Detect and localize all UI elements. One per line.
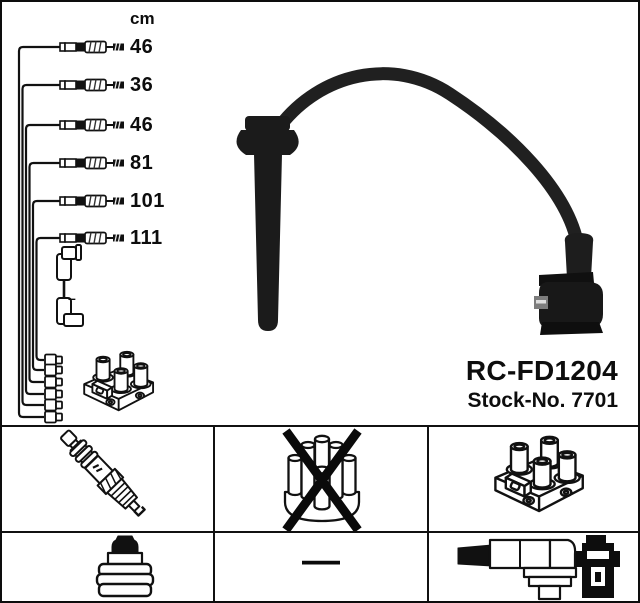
cable-length-6: 111 [130,227,163,249]
cable-length-3: 46 [130,114,154,136]
plug-boot [236,116,299,331]
cross-out-x [282,428,362,533]
unit-label: cm [130,9,155,28]
cable-length-diagram [17,40,155,424]
coil-pack-icon-large [494,435,584,513]
part-stock-number: Stock-No. 7701 [467,389,618,412]
coil-connector-icon [576,535,620,598]
angled-plug-connector-icon [457,538,578,601]
table-border-middle [2,531,638,533]
angled-coil-connector [534,233,603,335]
table-border-vertical-1 [213,425,215,601]
coil-wire-icon [56,244,84,327]
cable-bracket-lines [17,45,60,419]
not-included-marker: — [302,540,340,582]
table-border-vertical-2 [427,425,429,601]
coil-wire-length-marker: – [68,290,76,306]
cable-length-1: 46 [130,36,154,58]
table-border-top [2,425,638,427]
plug-terminal-nut-icon [95,535,155,598]
wire-cable [273,67,585,253]
coil-end-connector-icons [44,353,63,424]
spark-plug-icon [60,429,146,517]
distributor-cap-icon [282,428,362,533]
part-model-number: RC-FD1204 [465,355,618,386]
cable-length-4: 81 [130,152,154,174]
spark-plug-wire-photo [236,67,603,335]
cable-length-5: 101 [130,190,165,212]
cable-length-2: 36 [130,74,154,96]
coil-pack-icon-small [83,350,155,412]
cable-icons [59,40,125,245]
part-number-block: RC-FD1204 Stock-No. 7701 [466,354,618,414]
